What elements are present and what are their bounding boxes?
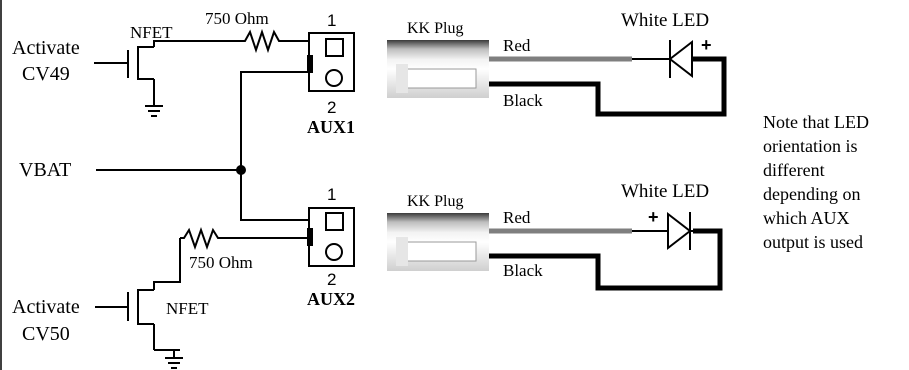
red-wire-label: Red <box>503 36 531 55</box>
aux2-circuit: 1 2 AUX2 750 Ohm NFET Activate CV50 <box>12 181 723 369</box>
aux1-circuit: Activate CV49 NFET 750 Ohm 1 2 <box>12 9 727 137</box>
white-led-symbol <box>632 211 697 251</box>
cv-label: CV50 <box>22 323 70 345</box>
drain-wire <box>153 40 226 47</box>
aux-label: AUX2 <box>307 289 355 309</box>
kk-plug <box>387 40 489 98</box>
kk-plug <box>387 213 489 271</box>
aux-label: AUX1 <box>307 117 355 137</box>
nfet-symbol <box>127 46 155 106</box>
note-line: output is used <box>763 232 863 252</box>
orientation-note: Note that LED orientation is different d… <box>763 112 869 252</box>
ground-symbol <box>154 349 183 369</box>
ground-symbol <box>145 105 163 117</box>
black-wire <box>489 228 723 291</box>
aux2-connector <box>307 207 355 267</box>
activate-label: Activate <box>12 37 80 59</box>
resistor-label: 750 Ohm <box>189 253 253 272</box>
led-plus-label: + <box>701 35 712 55</box>
black-wire-label: Black <box>503 91 543 110</box>
black-wire-label: Black <box>503 261 543 280</box>
led-label: White LED <box>621 181 709 202</box>
resistor-label: 750 Ohm <box>205 9 269 28</box>
aux1-connector <box>307 32 355 92</box>
pin2-label: 2 <box>327 270 336 289</box>
led-plus-label: + <box>648 207 659 227</box>
note-line: different <box>763 160 825 180</box>
led-label: White LED <box>621 10 709 31</box>
pin1-label: 1 <box>327 11 336 30</box>
nfet-label: NFET <box>130 23 173 42</box>
vbat-bus <box>240 71 310 221</box>
note-line: depending on <box>763 184 860 204</box>
junction-dot <box>236 165 246 175</box>
note-line: orientation is <box>763 136 857 156</box>
note-line: Note that LED <box>763 112 869 132</box>
nfet-symbol <box>127 289 155 350</box>
black-wire <box>489 56 727 117</box>
cv-label: CV49 <box>22 63 70 85</box>
note-line: which AUX <box>763 208 850 228</box>
vbat-label: VBAT <box>19 159 71 181</box>
plug-label: KK Plug <box>407 20 463 37</box>
activate-label: Activate <box>12 296 80 318</box>
resistor-symbol <box>180 226 238 251</box>
red-wire-label: Red <box>503 208 531 227</box>
nfet-label: NFET <box>166 299 209 318</box>
resistor-symbol <box>226 28 310 54</box>
plug-label: KK Plug <box>407 193 463 210</box>
drain-wire <box>153 238 181 290</box>
white-led-symbol <box>632 39 697 79</box>
pin2-label: 2 <box>327 98 336 117</box>
pin1-label: 1 <box>327 185 336 204</box>
